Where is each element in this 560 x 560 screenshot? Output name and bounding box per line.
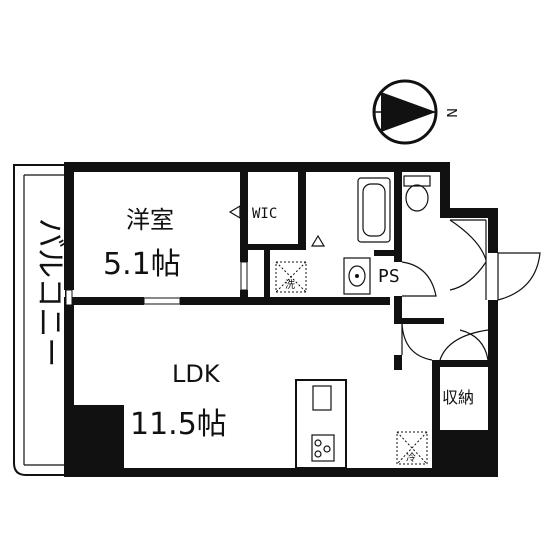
washer-label: 洗: [285, 279, 295, 291]
fridge-label: 冷: [406, 451, 416, 464]
exterior-walls: [64, 162, 498, 477]
kitchen-counter: [295, 379, 347, 469]
stove-icon: [311, 434, 335, 462]
interior-walls: [64, 172, 488, 472]
balcony-label: バルコニー: [32, 218, 67, 367]
compass-north-label: N: [443, 108, 458, 118]
fridge-icon: 冷: [396, 431, 428, 465]
wic-label: WIC: [252, 206, 277, 222]
western-room-size: 5.1帖: [103, 247, 181, 282]
compass: N: [372, 79, 458, 145]
ps-label: PS: [378, 266, 400, 287]
ldk-door: [401, 323, 489, 361]
washbasin-icon: [343, 257, 371, 295]
balcony-outline: [13, 164, 67, 476]
windows: [65, 261, 248, 306]
sink-icon: [312, 385, 332, 411]
washer-icon: 洗: [275, 261, 307, 293]
washroom-door-marker: [310, 234, 326, 247]
ldk-size: 11.5帖: [130, 407, 227, 442]
balcony: バルコニー: [13, 164, 67, 476]
toilet-icon: [403, 175, 431, 212]
storage-label: 収納: [442, 388, 474, 407]
toilet-door: [401, 261, 437, 297]
hall-door: [449, 219, 487, 300]
entrance-door: [497, 252, 541, 301]
bathtub-icon: [357, 177, 391, 243]
western-room-name: 洋室: [126, 206, 174, 234]
ldk-name: LDK: [172, 360, 221, 388]
wic-door-marker: [228, 204, 241, 220]
